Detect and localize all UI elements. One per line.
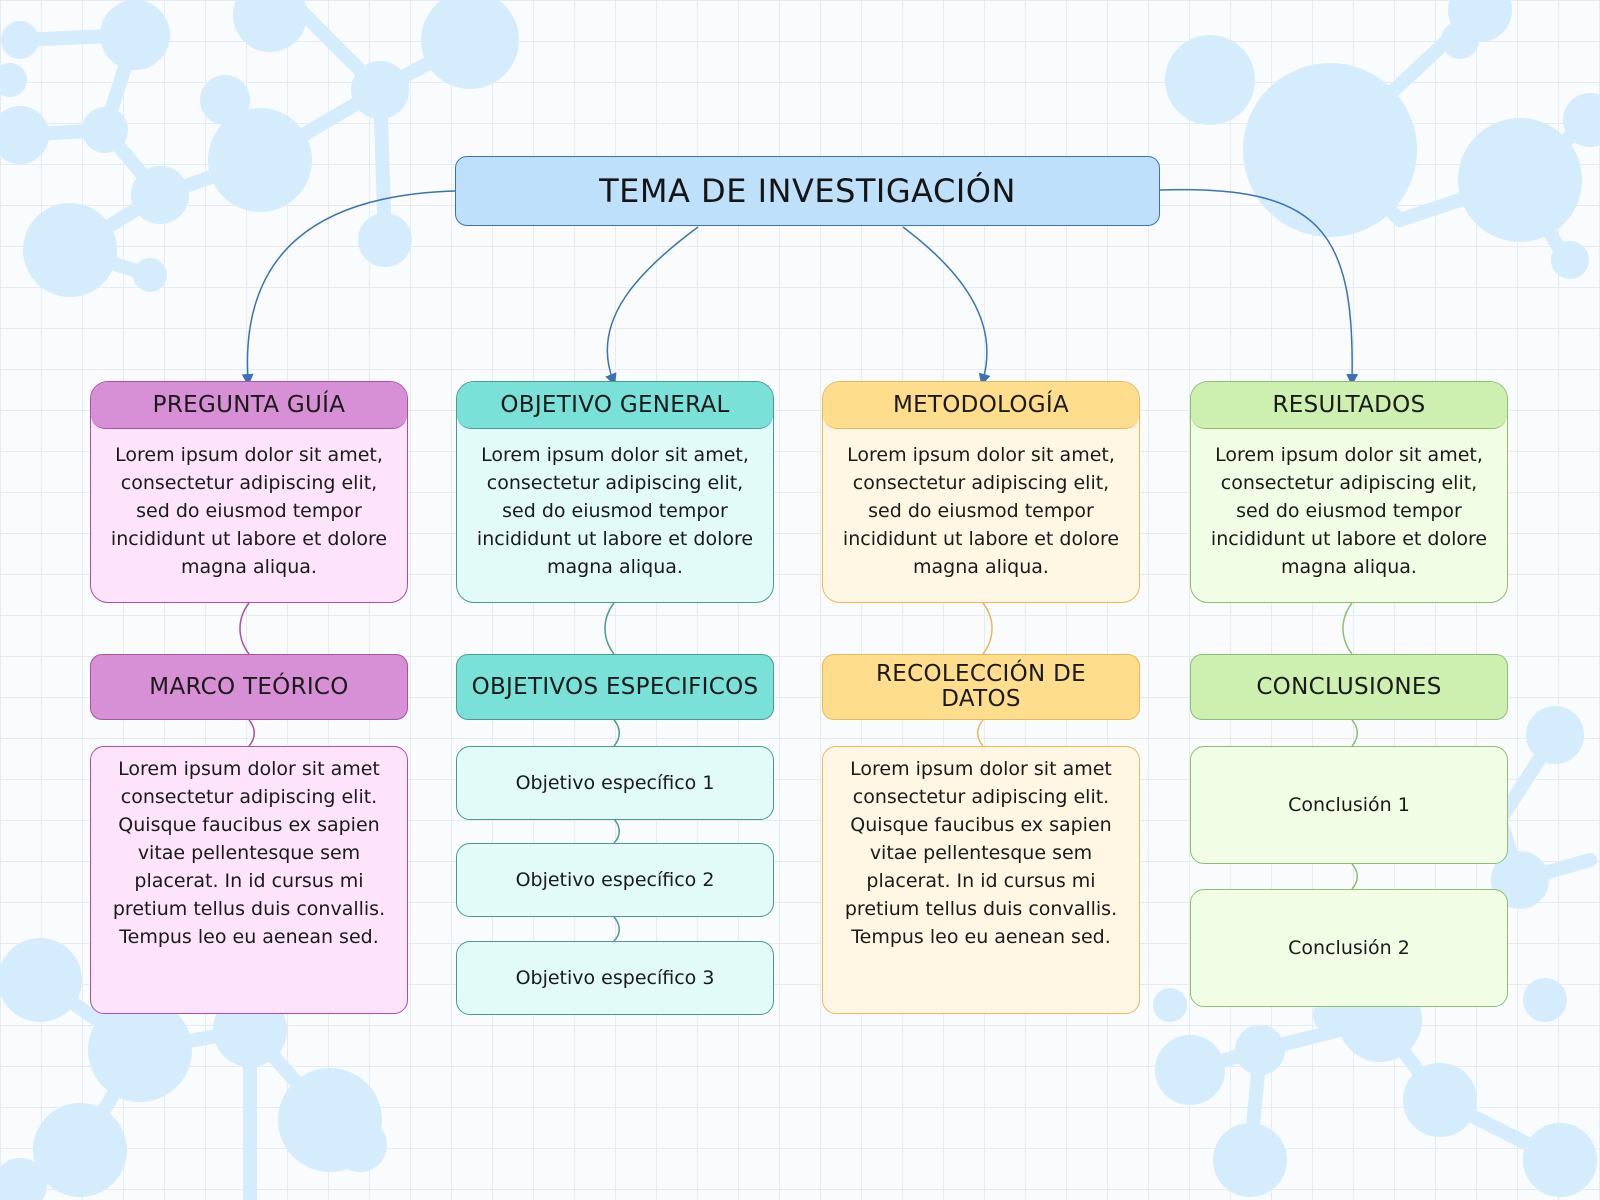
resultados-card: RESULTADOS Lorem ipsum dolor sit amet, c… — [1190, 381, 1508, 603]
pregunta-guia-card: PREGUNTA GUÍA Lorem ipsum dolor sit amet… — [90, 381, 408, 603]
pregunta-guia-heading: PREGUNTA GUÍA — [91, 382, 407, 429]
pregunta-guia-text: Lorem ipsum dolor sit amet, consectetur … — [110, 444, 388, 578]
marco-teorico-heading: MARCO TEÓRICO — [90, 654, 408, 720]
metodologia-text: Lorem ipsum dolor sit amet, consectetur … — [842, 444, 1120, 578]
metodologia-heading: METODOLOGÍA — [823, 382, 1139, 429]
objetivo-especifico-3: Objetivo específico 3 — [456, 941, 774, 1015]
objetivo-especifico-1: Objetivo específico 1 — [456, 746, 774, 820]
metodologia-card: METODOLOGÍA Lorem ipsum dolor sit amet, … — [822, 381, 1140, 603]
marco-teorico-text: Lorem ipsum dolor sit amet consectetur a… — [90, 746, 408, 1014]
conclusiones-heading: CONCLUSIONES — [1190, 654, 1508, 720]
recoleccion-datos-heading: RECOLECCIÓN DE DATOS — [822, 654, 1140, 720]
resultados-heading: RESULTADOS — [1191, 382, 1507, 429]
objetivo-general-heading: OBJETIVO GENERAL — [457, 382, 773, 429]
conclusion-1: Conclusión 1 — [1190, 746, 1508, 864]
objetivo-general-card: OBJETIVO GENERAL Lorem ipsum dolor sit a… — [456, 381, 774, 603]
conclusion-2: Conclusión 2 — [1190, 889, 1508, 1007]
objetivos-especificos-heading: OBJETIVOS ESPECIFICOS — [456, 654, 774, 720]
recoleccion-datos-text: Lorem ipsum dolor sit amet consectetur a… — [822, 746, 1140, 1014]
research-topic-title: TEMA DE INVESTIGACIÓN — [455, 156, 1160, 226]
resultados-text: Lorem ipsum dolor sit amet, consectetur … — [1210, 444, 1488, 578]
objetivo-general-text: Lorem ipsum dolor sit amet, consectetur … — [476, 444, 754, 578]
objetivo-especifico-2: Objetivo específico 2 — [456, 843, 774, 917]
